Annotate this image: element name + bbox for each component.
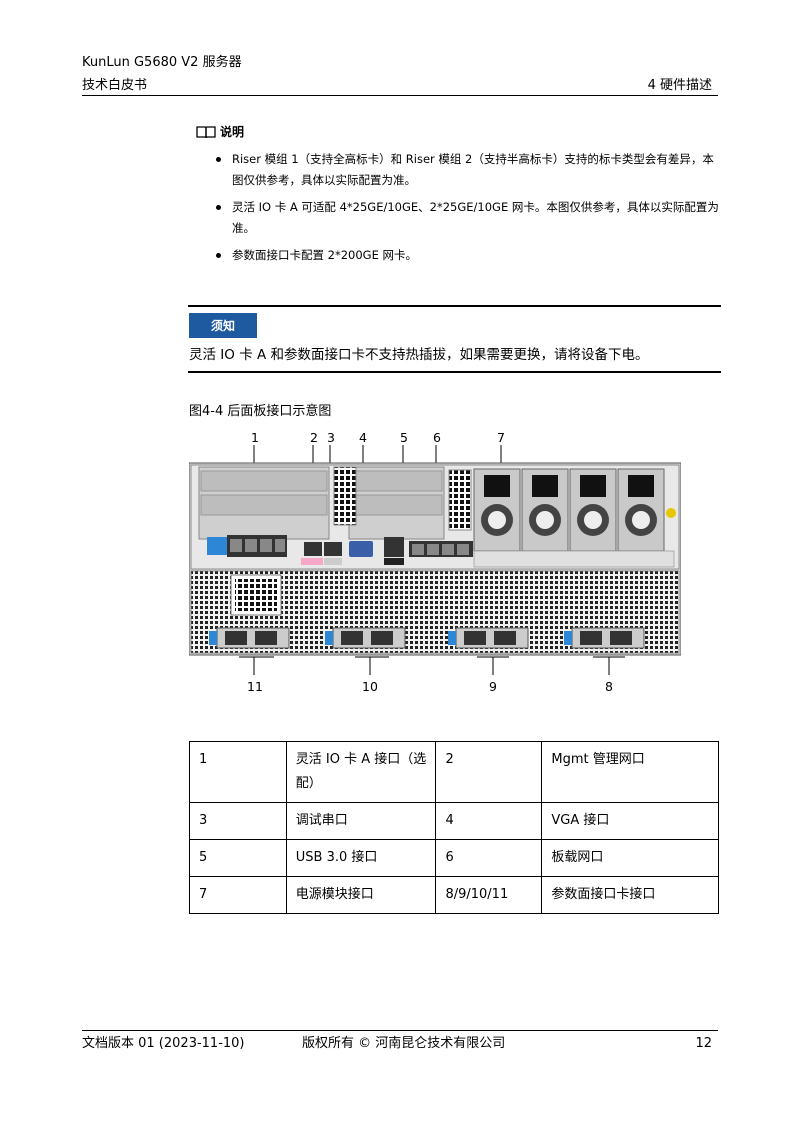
footer-version: 文档版本 01 (2023-11-10) xyxy=(82,1036,245,1051)
table-row: 1 灵活 IO 卡 A 接口（选配） 2 Mgmt 管理网口 xyxy=(189,741,719,803)
list-item: 灵活 IO 卡 A 可适配 4*25GE/10GE、2*25GE/10GE 网卡… xyxy=(214,197,724,239)
footer-page-number: 12 xyxy=(695,1036,712,1051)
header-rule xyxy=(82,95,718,96)
callout-5: 5 xyxy=(400,430,408,445)
table-row: 5 USB 3.0 接口 6 板载网口 xyxy=(189,839,719,877)
list-item: Riser 模组 1（支持全高标卡）和 Riser 模组 2（支持半高标卡）支持… xyxy=(214,149,724,191)
table-cell: 电源模块接口 xyxy=(285,876,437,914)
table-cell: Mgmt 管理网口 xyxy=(541,741,719,803)
table-cell: 5 xyxy=(189,839,287,877)
callout-4: 4 xyxy=(359,430,367,445)
callout-9: 9 xyxy=(489,679,497,694)
table-cell: 6 xyxy=(435,839,543,877)
header-product: KunLun G5680 V2 服务器 xyxy=(82,55,242,70)
table-row: 3 调试串口 4 VGA 接口 xyxy=(189,802,719,840)
footer-copyright: 版权所有 © 河南昆仑技术有限公司 xyxy=(302,1036,506,1051)
table-cell: 灵活 IO 卡 A 接口（选配） xyxy=(285,741,437,803)
figure-caption: 图4-4 后面板接口示意图 xyxy=(189,404,332,419)
table-cell: 2 xyxy=(435,741,543,803)
callout-8: 8 xyxy=(605,679,613,694)
callout-7: 7 xyxy=(497,430,505,445)
callout-2: 2 xyxy=(310,430,318,445)
port-table: 1 灵活 IO 卡 A 接口（选配） 2 Mgmt 管理网口 3 调试串口 4 … xyxy=(189,741,719,914)
table-cell: 1 xyxy=(189,741,287,803)
note-heading: 说明 xyxy=(196,123,244,140)
table-row: 7 电源模块接口 8/9/10/11 参数面接口卡接口 xyxy=(189,876,719,914)
table-cell: VGA 接口 xyxy=(541,802,719,840)
header-chapter: 4 硬件描述 xyxy=(647,78,712,93)
notice-bottom-rule xyxy=(188,371,721,373)
table-cell: USB 3.0 接口 xyxy=(285,839,437,877)
note-title: 说明 xyxy=(220,125,245,139)
table-cell: 调试串口 xyxy=(285,802,437,840)
notice-badge: 须知 xyxy=(189,313,257,338)
table-cell: 7 xyxy=(189,876,287,914)
table-cell: 参数面接口卡接口 xyxy=(541,876,719,914)
notice-top-rule xyxy=(188,305,721,307)
table-cell: 4 xyxy=(435,802,543,840)
callout-11: 11 xyxy=(247,679,263,694)
rear-panel-diagram xyxy=(188,445,682,695)
header-doc-type: 技术白皮书 xyxy=(82,78,148,93)
list-item: 参数面接口卡配置 2*200GE 网卡。 xyxy=(214,245,724,266)
notice-text: 灵活 IO 卡 A 和参数面接口卡不支持热插拔，如果需要更换，请将设备下电。 xyxy=(189,347,649,363)
callout-10: 10 xyxy=(362,679,378,694)
table-cell: 板载网口 xyxy=(541,839,719,877)
table-cell: 3 xyxy=(189,802,287,840)
callout-6: 6 xyxy=(433,430,441,445)
note-list: Riser 模组 1（支持全高标卡）和 Riser 模组 2（支持半高标卡）支持… xyxy=(214,149,724,272)
callout-3: 3 xyxy=(327,430,335,445)
callout-1: 1 xyxy=(251,430,259,445)
footer-rule xyxy=(82,1030,718,1031)
table-cell: 8/9/10/11 xyxy=(435,876,543,914)
book-icon xyxy=(196,125,216,139)
